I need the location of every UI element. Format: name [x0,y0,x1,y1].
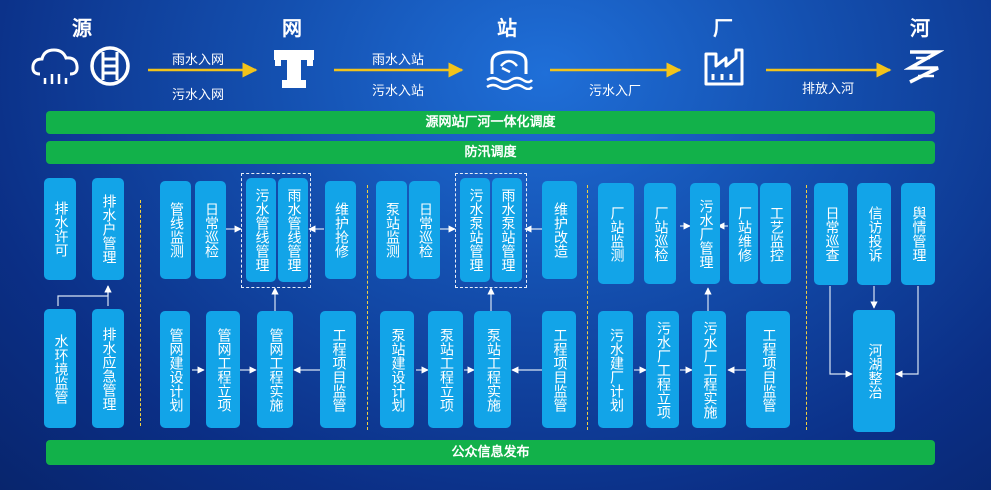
rain-cloud-icon [31,48,79,84]
header-station: 站 [497,16,517,40]
top-flow-arrows [148,62,892,78]
public-info-bar[interactable]: 公众信息发布 [46,440,935,465]
river-lake-box[interactable]: 河湖整治 [853,310,895,432]
process-control-box[interactable]: 工艺监控 [760,183,791,284]
net-supervise-box[interactable]: 工程项目监管 [320,311,356,428]
divider [806,185,807,430]
pump-monitor-box[interactable]: 泵站监测 [376,181,407,279]
grid-sewer-icon [90,46,130,86]
water-env-monitor-box[interactable]: 水环境监管 [44,309,76,428]
plant-patrol-box[interactable]: 厂站巡检 [644,183,676,284]
pump-impl-box[interactable]: 泵站工程实施 [474,311,511,428]
net-plan-box[interactable]: 管网建设计划 [160,311,190,428]
pump-station-icon [486,50,533,90]
sewage-pump-mgmt-box[interactable]: 污水泵站管理 [460,178,490,282]
daily-patrol-pump-box[interactable]: 日常巡检 [409,181,440,279]
divider [140,200,141,426]
integrated-dispatch-bar[interactable]: 源网站厂河一体化调度 [46,111,935,134]
daily-inspect-box[interactable]: 日常巡查 [814,183,848,285]
rain-pipe-mgmt-box[interactable]: 雨水管线管理 [278,178,308,282]
pipe-monitor-box[interactable]: 管线监测 [160,181,191,279]
divider [367,185,368,430]
sewage-pipe-mgmt-box[interactable]: 污水管线管理 [246,178,276,282]
pipe-network-icon [274,50,314,88]
flood-dispatch-bar[interactable]: 防汛调度 [46,141,935,164]
petition-box[interactable]: 信访投诉 [857,183,891,285]
plant-monitor-box[interactable]: 厂站监测 [598,183,634,284]
header-plant: 厂 [713,16,733,40]
flow-label-sewage-net: 污水入网 [171,88,224,103]
plant-supervise-box[interactable]: 工程项目监管 [746,311,790,428]
flow-label-discharge-river: 排放入河 [801,82,854,97]
river-icon [904,50,944,84]
pump-plan-box[interactable]: 泵站建设计划 [380,311,414,428]
daily-patrol-pipe-box[interactable]: 日常巡检 [195,181,226,279]
drain-emergency-box[interactable]: 排水应急管理 [92,309,124,428]
flow-label-sewage-station: 污水入站 [371,84,424,99]
divider [587,185,588,430]
header-source: 源 [72,16,92,40]
maint-renovate-box[interactable]: 维护改造 [542,181,577,279]
net-impl-box[interactable]: 管网工程实施 [257,311,293,428]
flow-label-rain-station: 雨水入站 [371,53,424,68]
factory-icon [704,48,744,86]
pump-project-box[interactable]: 泵站工程立项 [428,311,463,428]
drain-user-mgmt-box[interactable]: 排水户管理 [92,178,124,280]
maint-repair-box[interactable]: 维护抢修 [325,181,356,279]
plant-maint-box[interactable]: 厂站维修 [729,183,758,284]
plant-project-box[interactable]: 污水厂工程立项 [646,311,679,428]
header-river: 河 [910,16,930,40]
plant-impl-box[interactable]: 污水厂工程实施 [692,311,726,428]
header-network: 网 [282,16,302,40]
public-opinion-box[interactable]: 舆情管理 [901,183,935,285]
flow-label-sewage-plant: 污水入厂 [588,84,641,99]
rain-pump-mgmt-box[interactable]: 雨水泵站管理 [492,178,522,282]
sewage-plant-mgmt-box[interactable]: 污水厂管理 [690,183,720,284]
flow-label-rain-net: 雨水入网 [171,53,224,68]
pump-supervise-box[interactable]: 工程项目监管 [542,311,576,428]
plant-plan-box[interactable]: 污水建厂计划 [598,311,633,428]
drain-permit-box[interactable]: 排水许可 [44,178,76,280]
net-project-box[interactable]: 管网工程立项 [206,311,240,428]
